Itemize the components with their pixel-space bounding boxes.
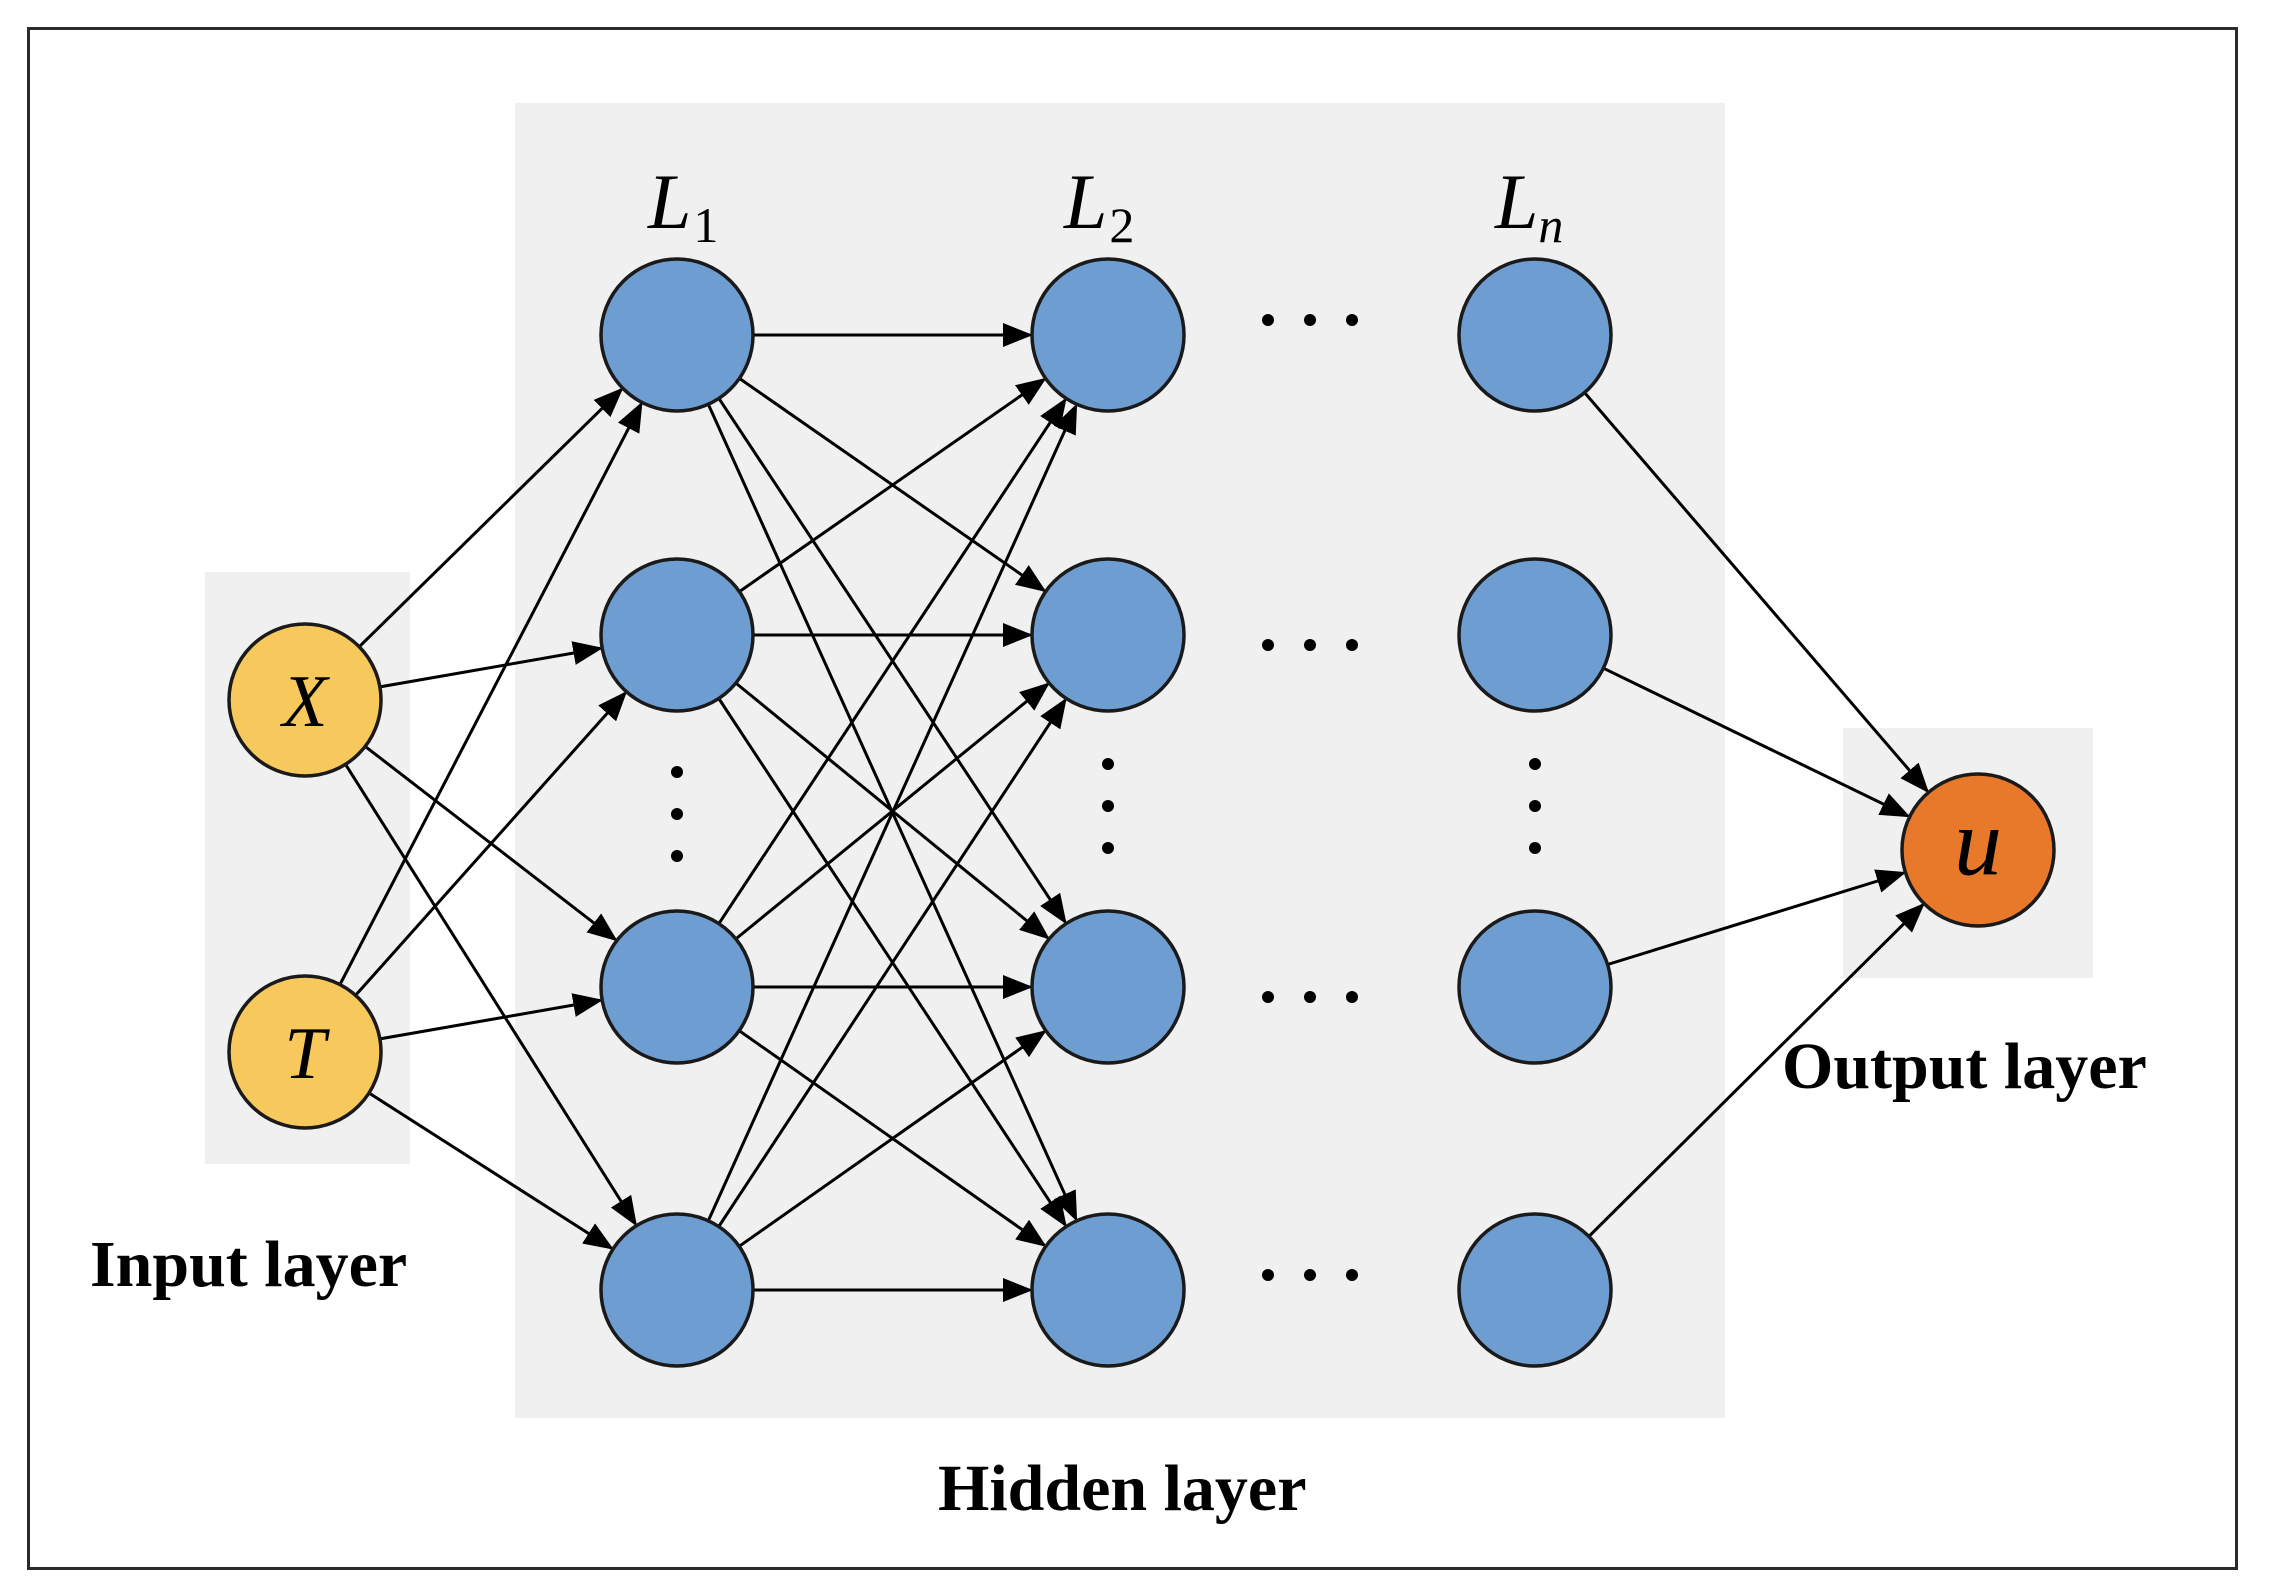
edge-l1-2-to-l2-0: [717, 397, 1067, 925]
ellipsis-vertical-icon: [671, 766, 683, 862]
edge-input-1-to-l1-2: [379, 993, 604, 1041]
hidden-node-l3-1: [1457, 557, 1613, 713]
output-layer-caption: Output layer: [1782, 1030, 2147, 1103]
edge-l1-1-to-l2-0: [738, 377, 1047, 593]
edge-l1-3-to-l2-2: [738, 1030, 1047, 1248]
ellipsis-vertical-icon: [1102, 758, 1114, 854]
edge-input-1-to-l1-0: [338, 401, 643, 986]
input-node-1: [227, 974, 383, 1130]
ellipsis-horizontal-icon: [1262, 1269, 1358, 1281]
edge-ln-0-to-output: [1583, 391, 1930, 794]
edge-input-0-to-l1-0: [358, 387, 624, 648]
ellipsis-horizontal-icon: [1262, 991, 1358, 1003]
edge-input-0-to-l1-1: [379, 641, 604, 689]
hidden-layer-caption: Hidden layer: [938, 1452, 1307, 1525]
edge-ln-3-to-output: [1587, 902, 1925, 1238]
hidden-layer-heading-2: L2: [1063, 158, 1134, 253]
edge-l1-3-to-l2-1: [717, 697, 1067, 1228]
hidden-node-l1-0: [599, 257, 755, 413]
output-node: [1900, 772, 2056, 928]
connections: [338, 323, 1930, 1302]
edge-input-1-to-l1-3: [368, 1091, 614, 1250]
hidden-node-l3-2: [1457, 909, 1613, 1065]
edge-ln-1-to-output: [1602, 666, 1911, 818]
ellipsis-horizontal-icon: [1262, 639, 1358, 651]
edge-l1-3-to-l2-0: [706, 403, 1078, 1222]
hidden-layer-heading-1: L1: [647, 158, 718, 253]
hidden-node-l2-1: [1030, 557, 1186, 713]
hidden-node-l3-0: [1457, 257, 1613, 413]
input-node-label-1: T: [284, 1013, 330, 1095]
hidden-node-l2-2: [1030, 909, 1186, 1065]
hidden-node-l1-3: [599, 1212, 755, 1368]
ellipsis-horizontal-icon: [1262, 314, 1358, 326]
ellipsis-vertical-icon: [1529, 758, 1541, 854]
edge-ln-2-to-output: [1607, 869, 1907, 966]
input-node-0: [227, 622, 383, 778]
edge-input-0-to-l1-3: [344, 763, 638, 1227]
hidden-node-l3-3: [1457, 1212, 1613, 1368]
hidden-layer-heading-n: Ln: [1494, 158, 1563, 253]
input-node-label-0: X: [279, 661, 330, 743]
hidden-node-l2-0: [1030, 257, 1186, 413]
edge-input-1-to-l1-1: [354, 690, 628, 997]
hidden-node-l2-3: [1030, 1212, 1186, 1368]
input-layer-caption: Input layer: [90, 1228, 407, 1301]
hidden-node-l1-1: [599, 557, 755, 713]
hidden-node-l1-2: [599, 909, 755, 1065]
neurons: X Tu: [227, 257, 2056, 1368]
output-node-label: u: [1954, 789, 2002, 896]
